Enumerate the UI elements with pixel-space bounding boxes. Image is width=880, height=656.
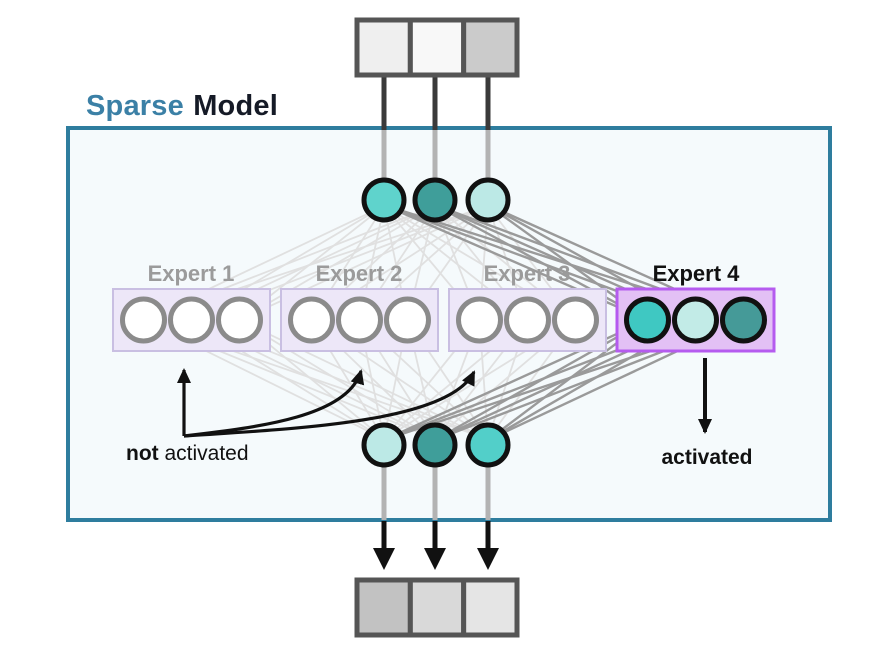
connection-line [239, 205, 436, 321]
output-arrowhead [373, 548, 395, 570]
expert-1-neuron [120, 296, 167, 344]
activated-label: activated [661, 446, 753, 469]
output-token [354, 577, 520, 638]
expert-2-neuron [336, 296, 383, 344]
top-neurons [361, 177, 511, 223]
annotation-arrows [177, 358, 712, 438]
input-token-cell [407, 17, 467, 78]
title-model: Model [193, 90, 278, 122]
expert-3-neuron [504, 296, 551, 344]
expert-1-neuron [168, 296, 215, 344]
not-activated-bold: not [126, 442, 159, 465]
output-arrowhead [477, 548, 499, 570]
expert-4-label: Expert 4 [653, 261, 741, 286]
input-token-cell [354, 17, 413, 78]
expert-4-neuron [672, 296, 719, 344]
bottom-neuron [361, 422, 407, 468]
diagram-title: Sparse Model [86, 90, 278, 123]
bottom-neuron [465, 422, 511, 468]
not-activated-label: not activated [126, 442, 249, 466]
expert-2-neuron [384, 296, 431, 344]
output-token-cell [461, 577, 520, 638]
expert-1-neuron [216, 296, 263, 344]
expert-boxes [112, 287, 776, 353]
input-token [354, 17, 520, 78]
bottom-neuron [412, 422, 458, 468]
title-sparse: Sparse [86, 90, 184, 122]
expert-3-label: Expert 3 [484, 261, 571, 286]
expert-4-neuron [624, 296, 671, 344]
expert-2-label: Expert 2 [316, 261, 403, 286]
connection-line [239, 319, 436, 440]
top-neuron [465, 177, 511, 223]
expert-3-neuron [552, 296, 599, 344]
bottom-neurons [361, 422, 511, 468]
top-neuron [361, 177, 407, 223]
expert-labels: Expert 1 Expert 2 Expert 3 Expert 4 [148, 261, 741, 286]
expert-4-neuron [720, 296, 767, 344]
output-token-cell [407, 577, 467, 638]
output-arrowhead [424, 548, 446, 570]
not-activated-rest: activated [158, 442, 249, 465]
not-activated-arrow-3 [183, 370, 476, 438]
top-neuron [412, 177, 458, 223]
output-token-cell [354, 577, 413, 638]
expert-1-label: Expert 1 [148, 261, 235, 286]
input-token-cell [461, 17, 520, 78]
expert-2-neuron [288, 296, 335, 344]
expert-3-neuron [456, 296, 503, 344]
